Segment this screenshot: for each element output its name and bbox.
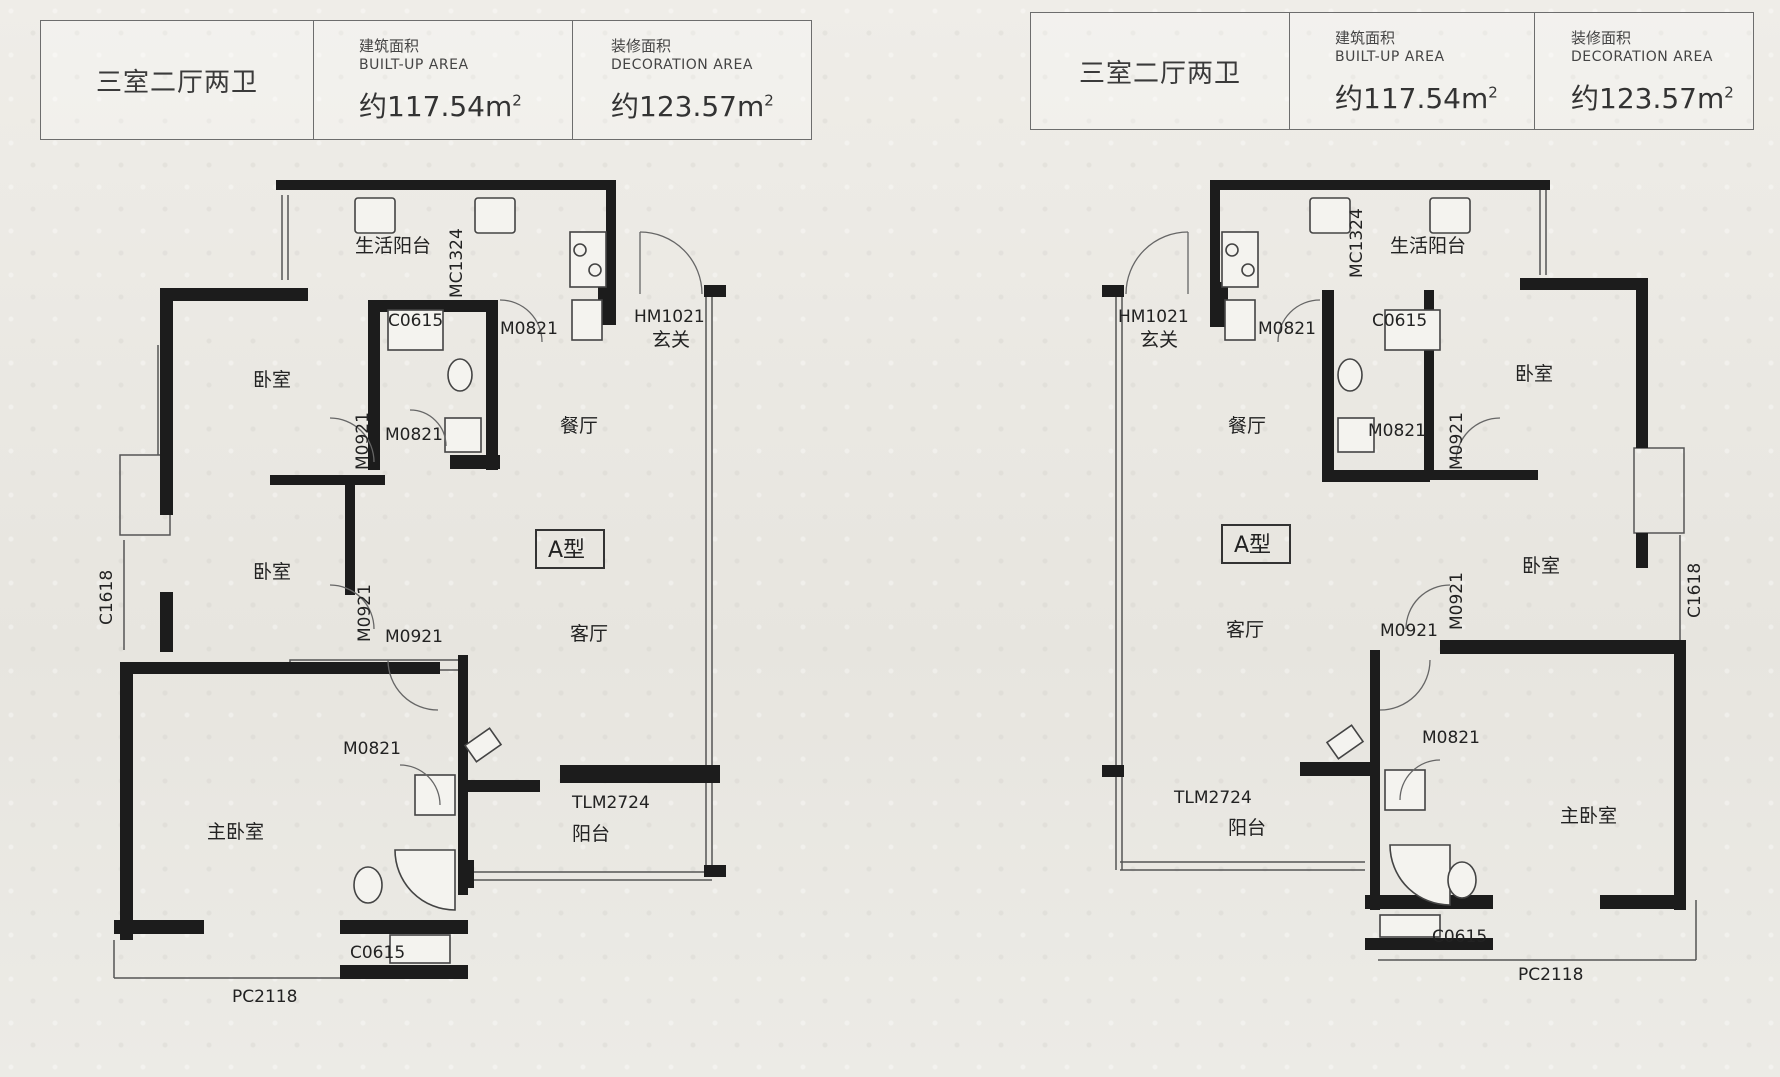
room-label-bedroom: 卧室: [1515, 363, 1553, 385]
decoration-area-value: 约123.57m2: [1571, 82, 1734, 115]
room-label-living: 客厅: [1226, 619, 1264, 641]
window-code-c1618: C1618: [97, 570, 117, 625]
area-info-table-right: 三室二厅两卫 建筑面积 BUILT-UP AREA 约117.54m2 装修面积…: [1030, 12, 1754, 130]
window-code-c0615: C0615: [1432, 927, 1487, 947]
door-code-hm1021: HM1021: [634, 307, 705, 327]
door-code-mc1324: MC1324: [1347, 208, 1367, 278]
unit-type-label-a: A型: [1234, 533, 1271, 558]
door-code-m0821: M0821: [500, 319, 558, 339]
door-code-m0921: M0921: [1447, 412, 1467, 470]
window-code-pc2118: PC2118: [232, 987, 297, 1007]
room-label-utility-balcony: 生活阳台: [1390, 235, 1466, 257]
decoration-label-cn: 装修面积: [611, 37, 672, 55]
room-label-bedroom: 卧室: [253, 561, 291, 583]
decoration-area-cell: 装修面积 DECORATION AREA 约123.57m2: [573, 21, 811, 139]
door-code-m0921: M0921: [1447, 572, 1467, 630]
door-code-mc1324: MC1324: [447, 228, 467, 298]
built-up-area-cell: 建筑面积 BUILT-UP AREA 约117.54m2: [1290, 13, 1535, 129]
built-up-label-en: BUILT-UP AREA: [359, 57, 469, 73]
door-code-m0821: M0821: [385, 425, 443, 445]
built-up-area-value: 约117.54m2: [359, 90, 522, 123]
decoration-label-en: DECORATION AREA: [611, 57, 753, 73]
floor-plan-right: MC1324 生活阳台 HM1021 玄关 M0821 C0615 卧室 餐厅 …: [1102, 180, 1705, 985]
room-label-balcony: 阳台: [572, 823, 610, 845]
window-code-c0615: C0615: [1372, 311, 1427, 331]
room-label-bedroom: 卧室: [253, 369, 291, 391]
window-code-pc2118: PC2118: [1518, 965, 1583, 985]
room-label-utility-balcony: 生活阳台: [355, 235, 431, 257]
built-up-label-en: BUILT-UP AREA: [1335, 49, 1445, 65]
built-up-area-value: 约117.54m2: [1335, 82, 1498, 115]
room-label-dining: 餐厅: [1228, 415, 1266, 437]
door-code-tlm2724: TLM2724: [571, 793, 650, 813]
room-label-entrance: 玄关: [1140, 329, 1178, 351]
door-code-m0821: M0821: [343, 739, 401, 759]
door-code-tlm2724: TLM2724: [1173, 788, 1252, 808]
room-label-bedroom: 卧室: [1522, 555, 1560, 577]
window-code-c1618: C1618: [1685, 563, 1705, 618]
room-label-dining: 餐厅: [560, 415, 598, 437]
decoration-area-value: 约123.57m2: [611, 90, 774, 123]
decoration-label-en: DECORATION AREA: [1571, 49, 1713, 65]
door-code-m0921: M0921: [355, 584, 375, 642]
unit-type-box: [1221, 524, 1291, 564]
unit-type-label-a: A型: [548, 538, 585, 563]
unit-type-label: 三室二厅两卫: [1031, 13, 1290, 129]
room-label-living: 客厅: [570, 623, 608, 645]
room-label-master-bedroom: 主卧室: [1560, 805, 1617, 827]
window-code-c0615: C0615: [350, 943, 405, 963]
door-code-m0921: M0921: [385, 627, 443, 647]
room-label-balcony: 阳台: [1228, 817, 1266, 839]
door-code-m0821: M0821: [1422, 728, 1480, 748]
decoration-area-cell: 装修面积 DECORATION AREA 约123.57m2: [1535, 13, 1753, 129]
built-up-label-cn: 建筑面积: [1335, 29, 1396, 47]
window-code-c0615: C0615: [388, 311, 443, 331]
door-code-m0821: M0821: [1258, 319, 1316, 339]
decoration-label-cn: 装修面积: [1571, 29, 1632, 47]
room-label-master-bedroom: 主卧室: [207, 821, 264, 843]
built-up-label-cn: 建筑面积: [359, 37, 420, 55]
built-up-area-cell: 建筑面积 BUILT-UP AREA 约117.54m2: [314, 21, 573, 139]
door-code-m0921: M0921: [1380, 621, 1438, 641]
door-code-m0921: M0921: [353, 412, 373, 470]
door-code-hm1021: HM1021: [1118, 307, 1189, 327]
door-code-m0821: M0821: [1368, 421, 1426, 441]
floor-plan-left: 生活阳台 MC1324 HM1021 玄关 C0615 M0821 卧室 M08…: [97, 180, 726, 1007]
area-info-table-left: 三室二厅两卫 建筑面积 BUILT-UP AREA 约117.54m2 装修面积…: [40, 20, 812, 140]
unit-type-label: 三室二厅两卫: [41, 21, 314, 139]
room-label-entrance: 玄关: [652, 329, 690, 351]
unit-type-box: [535, 529, 605, 569]
